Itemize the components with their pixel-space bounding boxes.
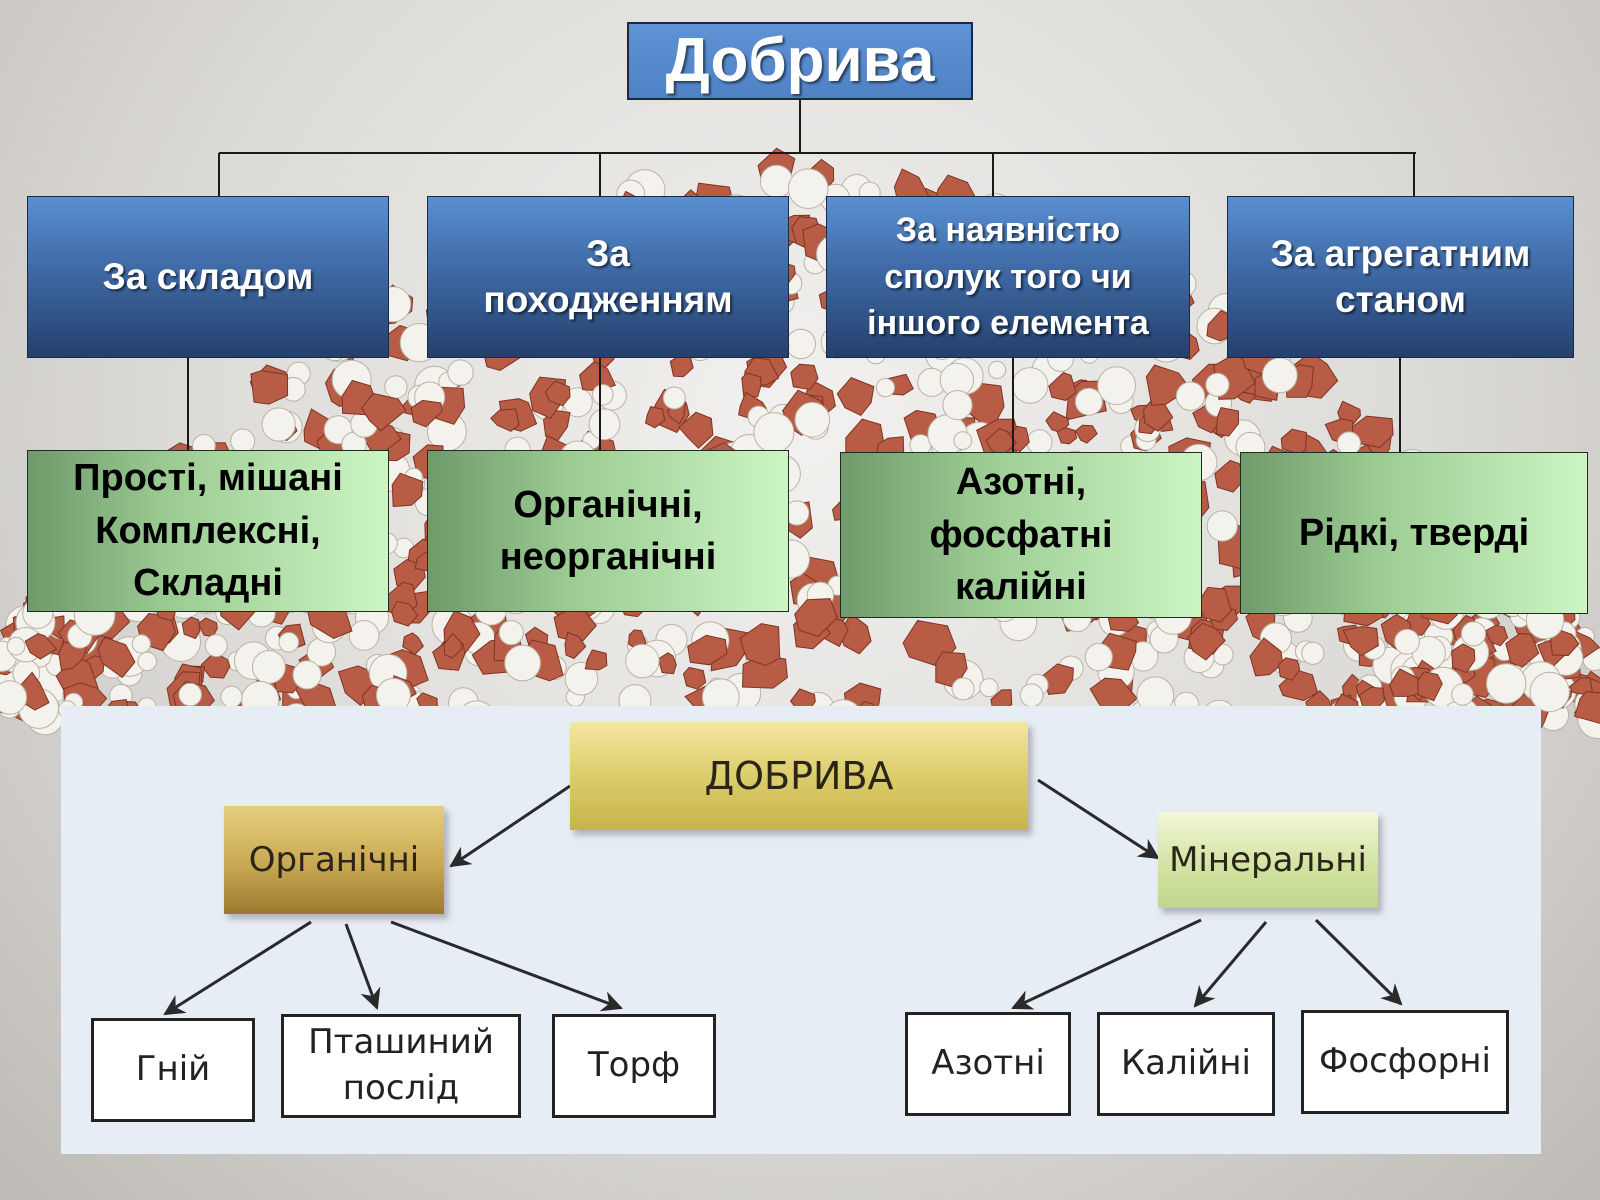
- leaf-manure: Гній: [91, 1018, 255, 1122]
- leaf-nitrogen: Азотні: [905, 1012, 1071, 1116]
- result-origin: Органічні, неорганічні: [427, 450, 789, 612]
- leaf-peat: Торф: [552, 1014, 716, 1118]
- category-element-compounds: За наявністю сполук того чи іншого елеме…: [826, 196, 1190, 358]
- result-composition: Прості, мішані Комплексні, Складні: [27, 450, 389, 612]
- category-aggregate-state: За агрегатним станом: [1227, 196, 1574, 358]
- category-origin: За походженням: [427, 196, 789, 358]
- lower-fertilizer-diagram: ДОБРИВА Органічні Мінеральні Гній Пташин…: [61, 706, 1541, 1154]
- diagram-title: Добрива: [627, 22, 973, 100]
- leaf-bird-droppings: Пташиний послід: [281, 1014, 521, 1118]
- branch-mineral: Мінеральні: [1158, 812, 1378, 908]
- lower-root-node: ДОБРИВА: [570, 722, 1028, 830]
- branch-organic: Органічні: [224, 806, 444, 914]
- result-element-compounds: Азотні, фосфатні калійні: [840, 452, 1202, 618]
- leaf-phosphorus: Фосфорні: [1301, 1010, 1509, 1114]
- leaf-potassium: Калійні: [1097, 1012, 1275, 1116]
- category-composition: За складом: [27, 196, 389, 358]
- tree-connector-lines: [187, 100, 1416, 452]
- lower-diagram-arrows: [163, 778, 1403, 1016]
- result-aggregate-state: Рідкі, тверді: [1240, 452, 1588, 614]
